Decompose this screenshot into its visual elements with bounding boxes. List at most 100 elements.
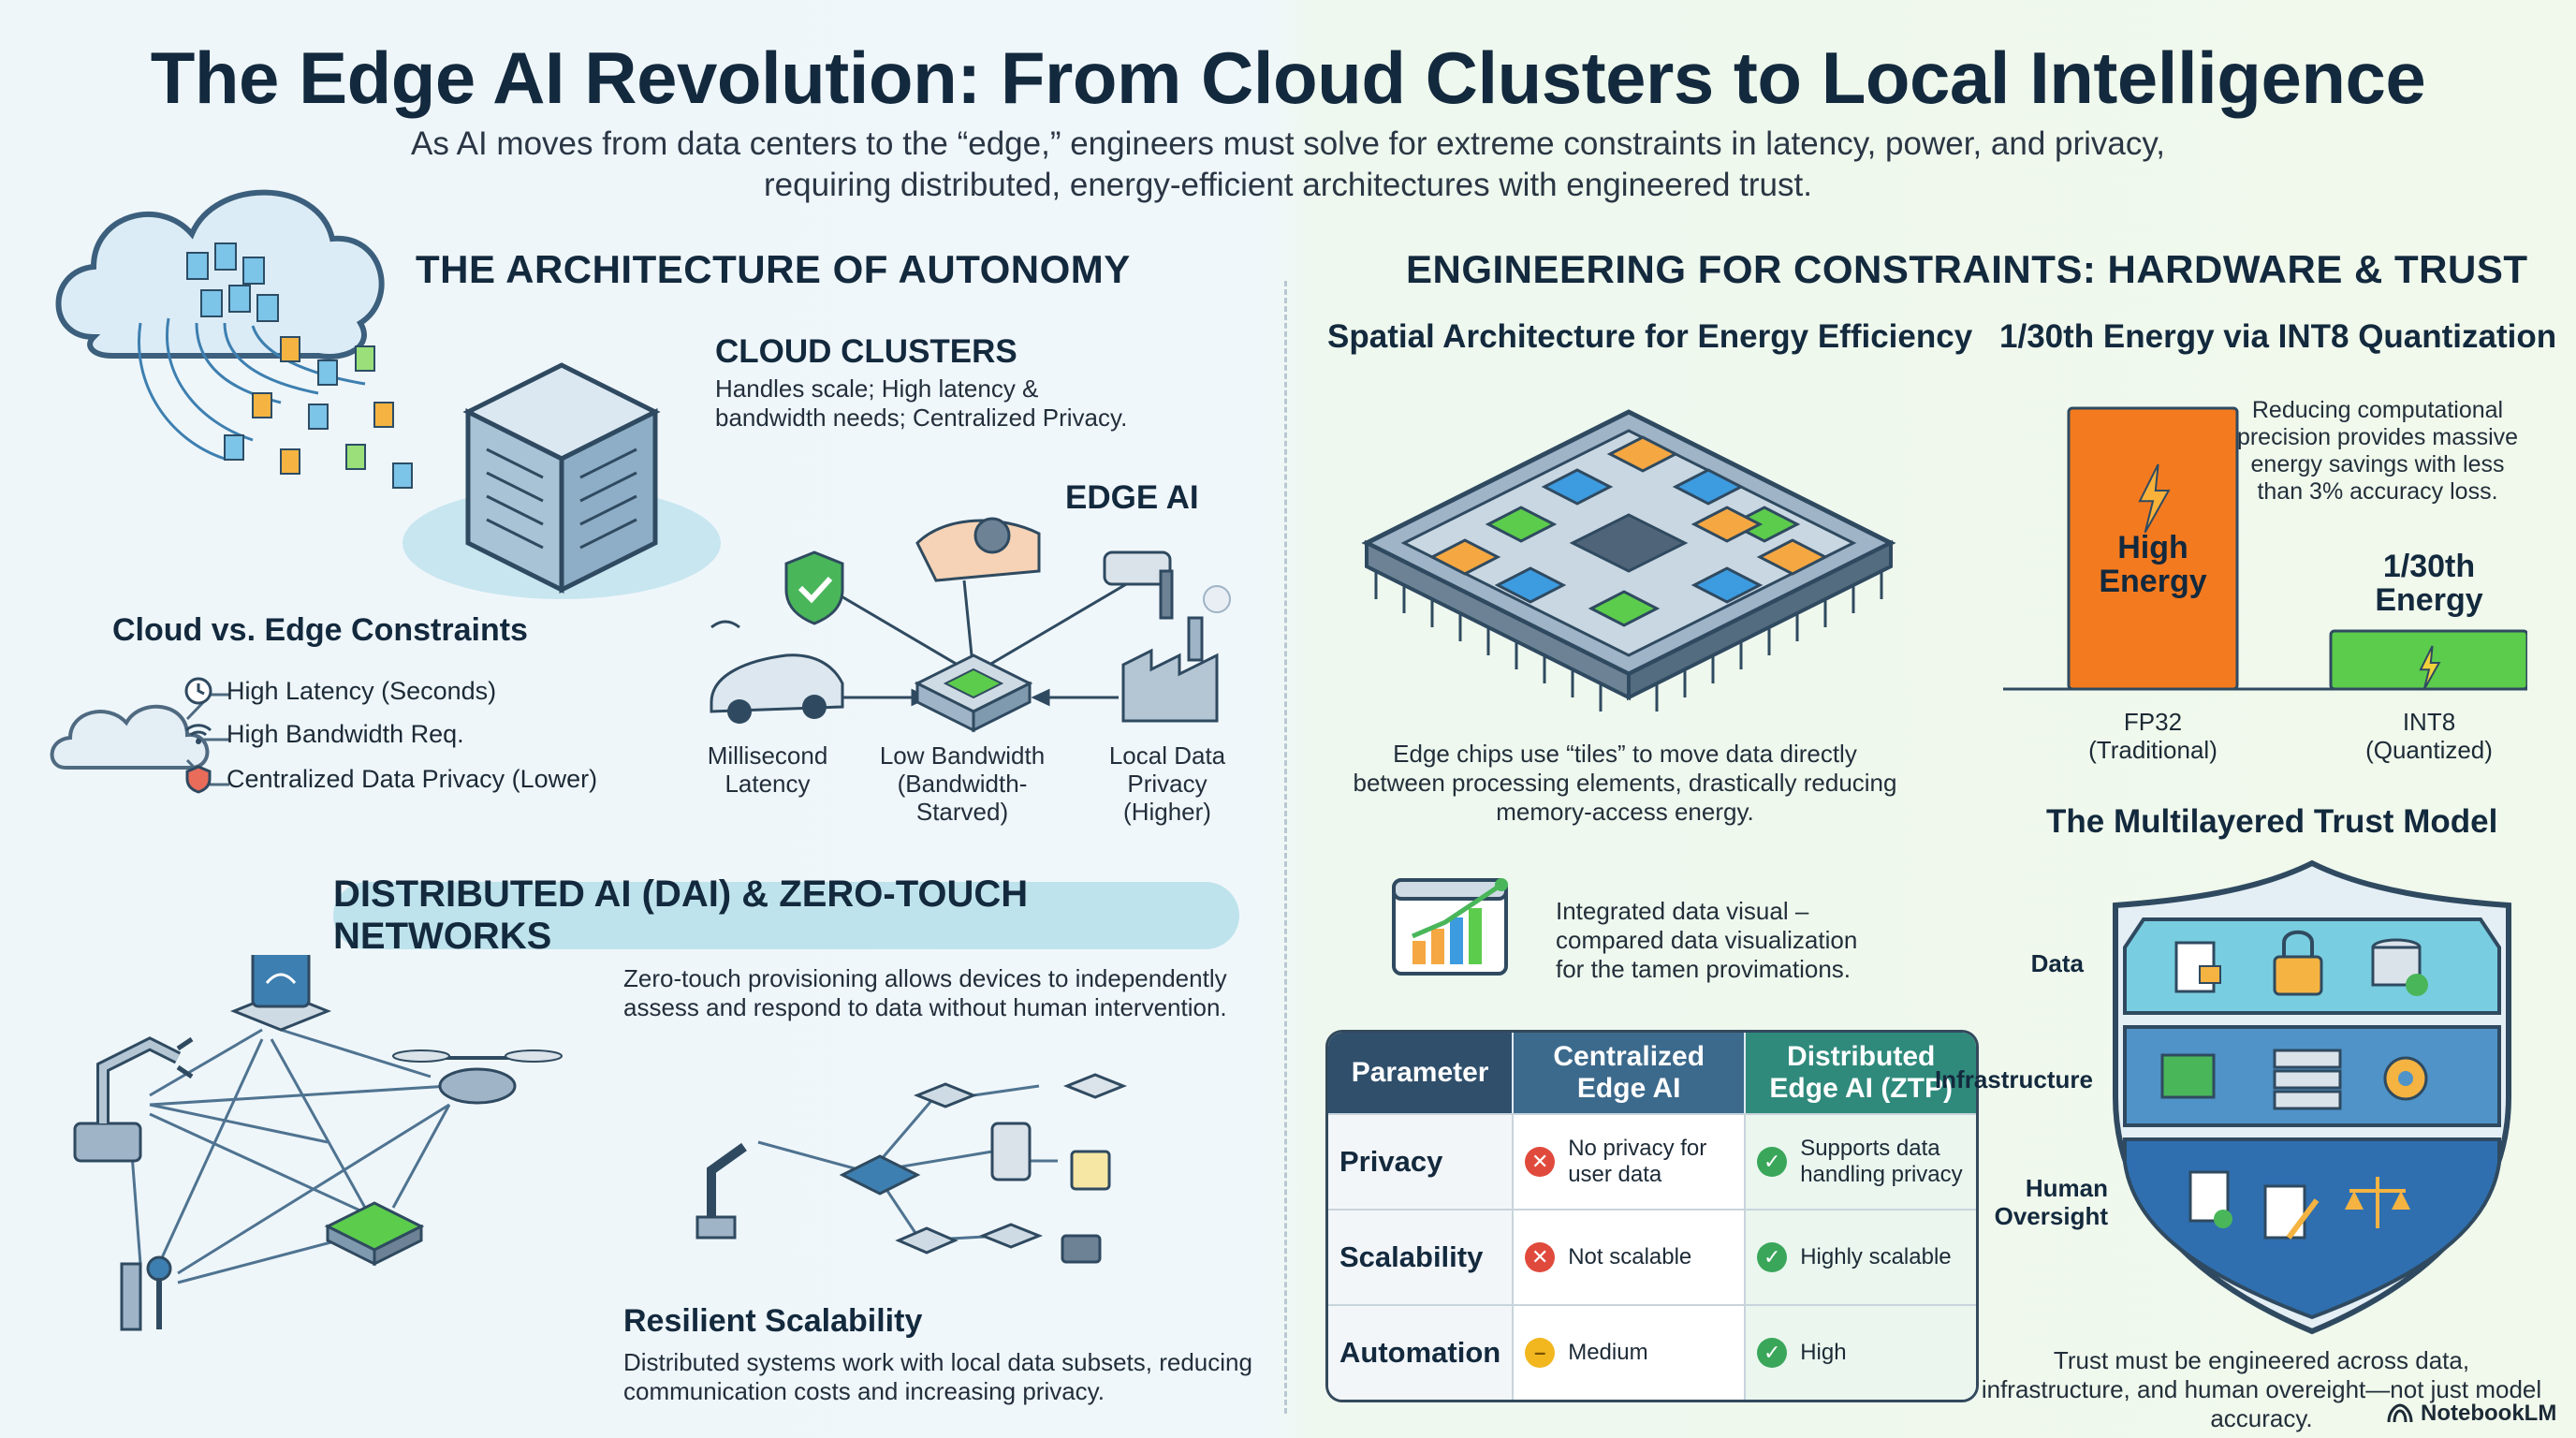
server-rack-icon	[2273, 1049, 2342, 1110]
resilient-network-diagram	[695, 1073, 1128, 1264]
lightning-icon-1	[2419, 645, 2441, 691]
check-circle-icon: ✓	[1757, 1338, 1788, 1368]
chip-node-icon	[324, 1201, 425, 1267]
robot-arm-icon	[73, 1036, 194, 1163]
cell-central-automation: –Medium	[1514, 1304, 1747, 1400]
page-subtitle: As AI moves from data centers to the “ed…	[410, 125, 2166, 203]
constraint-item-privacy: Centralized Data Privacy (Lower)	[183, 764, 597, 794]
table-header-centralized: Centralized Edge AI	[1514, 1033, 1747, 1113]
chart-category-label-0-1: (Traditional)	[2088, 736, 2217, 764]
chart-bar-0	[2067, 406, 2239, 691]
constraint-label-latency: High Latency (Seconds)	[227, 676, 497, 705]
chart-bar-label-1-0: 1/30th	[2383, 549, 2475, 584]
constraint-item-latency: High Latency (Seconds)	[183, 676, 496, 706]
cell-distributed-privacy: ✓Supports data handling privacy	[1746, 1113, 1977, 1209]
chart-bar-label-0-0: High	[2117, 530, 2188, 565]
trust-label-human-oversight: Human Oversight	[1994, 1174, 2108, 1230]
edge-label-latency: Millisecond Latency	[707, 741, 828, 798]
sensor-icon	[120, 1255, 172, 1331]
minus-circle-icon: –	[1525, 1338, 1556, 1368]
wifi-icon	[184, 724, 212, 744]
table-header-distributed: Distributed Edge AI (ZTP)	[1746, 1033, 1977, 1113]
chart-category-label-0-0: FP32	[2124, 708, 2182, 736]
document-lock-icon	[2174, 941, 2221, 993]
x-circle-icon: ✕	[1525, 1147, 1556, 1177]
brand-label: NotebookLM	[2421, 1401, 2557, 1426]
edge-label-privacy: Local Data Privacy (Higher)	[1108, 741, 1226, 826]
constraints-heading: ENGINEERING FOR CONSTRAINTS: HARDWARE & …	[1406, 247, 2528, 291]
constraint-label-bandwidth: High Bandwidth Req.	[227, 719, 464, 748]
trust-desc: Trust must be engineered across data, in…	[1981, 1346, 2542, 1432]
cloud-clusters-title: CLOUD CLUSTERS	[715, 333, 1017, 370]
mesh-network-diagram	[73, 955, 563, 1331]
quant-title: 1/30th Energy via INT8 Quantization	[1999, 318, 2557, 355]
edge-ai-diagram	[710, 517, 1231, 733]
spatial-chip-illustration	[1361, 409, 1896, 712]
table-row: Scalability ✕Not scalable ✓Highly scalab…	[1328, 1209, 1977, 1304]
trust-layer-data	[2123, 917, 2501, 1015]
constraints-title: Cloud vs. Edge Constraints	[112, 612, 528, 648]
cell-central-scalability: ✕Not scalable	[1514, 1209, 1747, 1304]
page-title: The Edge AI Revolution: From Cloud Clust…	[150, 37, 2426, 119]
clock-icon	[184, 677, 212, 705]
shield-check-icon	[784, 550, 844, 625]
trust-layer-human-oversight	[2123, 1137, 2501, 1320]
table-header-row: Parameter Centralized Edge AI Distribute…	[1328, 1033, 1977, 1113]
brand-badge: NotebookLM	[2387, 1401, 2556, 1427]
check-circle-icon: ✓	[1757, 1242, 1788, 1272]
chart-bar-label-1-1: Energy	[2375, 582, 2482, 618]
cell-distributed-scalability: ✓Highly scalable	[1746, 1209, 1977, 1304]
comparison-table: Parameter Centralized Edge AI Distribute…	[1325, 1030, 1980, 1402]
server-cluster-icon	[402, 362, 721, 599]
trust-label-data: Data	[2030, 949, 2084, 977]
cloud-data-illustration	[55, 189, 413, 489]
architecture-heading: THE ARCHITECTURE OF AUTONOMY	[416, 247, 1131, 291]
quantization-bar-chart: HighEnergyFP32(Traditional)1/30thEnergyI…	[2003, 406, 2527, 764]
dai-heading: DISTRIBUTED AI (DAI) & ZERO-TOUCH NETWOR…	[333, 873, 1239, 957]
cloud-icon	[55, 189, 385, 360]
padlock-icon	[2273, 930, 2323, 996]
constraint-item-bandwidth: High Bandwidth Req.	[183, 719, 464, 749]
cell-central-privacy: ✕No privacy for user data	[1514, 1113, 1747, 1209]
router-icon	[229, 955, 332, 1032]
edge-label-bandwidth: Low Bandwidth (Bandwidth-Starved)	[879, 741, 1046, 826]
edge-chip-icon	[914, 653, 1033, 733]
resilient-desc: Distributed systems work with local data…	[623, 1348, 1252, 1405]
table-row: Privacy ✕No privacy for user data ✓Suppo…	[1328, 1113, 1977, 1209]
drone-icon	[392, 1049, 563, 1105]
row-param-scalability: Scalability	[1328, 1209, 1515, 1304]
table-header-parameter: Parameter	[1328, 1033, 1515, 1113]
clipboard-check-icon	[2188, 1170, 2232, 1228]
quant-desc: Reducing computational precision provide…	[2236, 397, 2519, 505]
trust-label-infrastructure: Infrastructure	[1934, 1065, 2093, 1093]
resilient-title: Resilient Scalability	[623, 1303, 923, 1339]
section-divider	[1284, 281, 1287, 1414]
spatial-title: Spatial Architecture for Energy Efficien…	[1327, 318, 1973, 355]
gear-icon	[2383, 1056, 2428, 1101]
table-row: Automation –Medium ✓High	[1328, 1304, 1977, 1400]
trust-layer-infrastructure	[2123, 1025, 2501, 1127]
document-pen-icon	[2263, 1184, 2320, 1240]
database-icon	[2371, 938, 2428, 996]
trust-shield-illustration	[2113, 859, 2511, 1335]
chart-category-label-1-1: (Quantized)	[2365, 736, 2493, 764]
data-visual-icon	[1392, 878, 1508, 976]
lightning-icon-0	[2138, 463, 2171, 534]
circuit-board-icon	[2160, 1053, 2216, 1099]
robot-arm-small-icon	[695, 1142, 747, 1240]
integrated-desc: Integrated data visual – compared data v…	[1556, 897, 1858, 983]
shield-icon	[185, 765, 212, 794]
scales-icon	[2345, 1177, 2410, 1228]
cloud-clusters-desc: Handles scale; High latency & bandwidth …	[715, 374, 1128, 432]
trust-title: The Multilayered Trust Model	[2046, 803, 2498, 840]
dai-desc: Zero-touch provisioning allows devices t…	[623, 964, 1227, 1021]
security-camera-icon	[1103, 550, 1174, 620]
spatial-desc: Edge chips use “tiles” to move data dire…	[1353, 740, 1897, 826]
row-param-privacy: Privacy	[1328, 1113, 1515, 1209]
cell-distributed-automation: ✓High	[1746, 1304, 1977, 1400]
chart-category-label-1-0: INT8	[2403, 708, 2455, 736]
x-circle-icon: ✕	[1525, 1242, 1556, 1272]
check-circle-icon: ✓	[1757, 1147, 1788, 1177]
row-param-automation: Automation	[1328, 1304, 1515, 1400]
chart-bar-label-0-1: Energy	[2099, 564, 2206, 599]
